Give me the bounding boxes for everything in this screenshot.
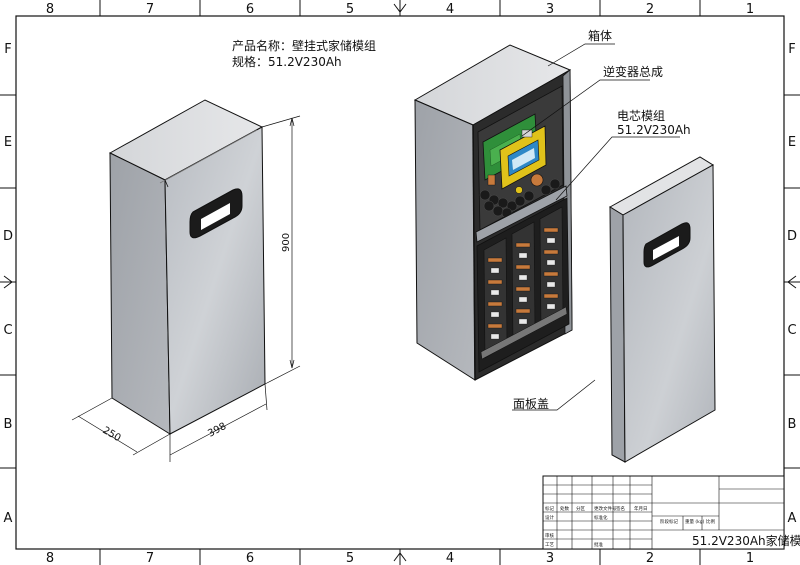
leader-lines [512,43,680,411]
display-window [189,188,243,239]
callout-inverter: 逆变器总成 [603,64,663,79]
panel-cover [609,156,716,463]
callout-cell-spec: 51.2V230Ah [617,123,691,137]
zone-col-label: 3 [546,551,554,565]
closed-cabinet-view [108,99,266,435]
callout-cabinet: 箱体 [588,28,612,43]
zone-col-label: 1 [746,2,754,17]
title-cell: 标记 [545,505,554,512]
zone-col-label: 8 [46,551,54,565]
callout-panel-cover: 面板盖 [513,397,549,411]
title-cell: 签名 [616,505,625,512]
title-cell: 重量 (kg) [685,518,705,525]
zone-col-label: 6 [246,2,254,17]
title-cell: 比例 [706,518,715,525]
title-cell: 分区 [576,505,585,512]
zone-col-label: 5 [346,2,354,17]
zone-row-label: D [787,229,797,244]
zone-col-label: 7 [146,2,154,17]
zone-col-label: 2 [646,2,654,17]
zone-col-label: 8 [46,2,54,17]
zone-col-label: 4 [446,2,454,17]
product-spec: 规格：51.2V230Ah [232,54,342,69]
zone-row-label: E [4,135,12,150]
zone-row-label: C [3,323,12,338]
title-cell: 年月日 [634,505,648,512]
zone-col-label: 7 [146,551,154,565]
title-cell: 工艺 [545,542,554,548]
zone-row-label: B [788,417,797,432]
title-cell: 标准化 [594,514,608,521]
zone-row-label: A [4,511,13,526]
zone-row-label: F [788,42,795,57]
title-cell: 设计 [545,514,554,521]
title-cell: 审核 [545,532,554,539]
open-cabinet-view [413,44,573,381]
title-cell: 处数 [560,505,569,512]
dimension-lines [71,115,301,462]
zone-col-label: 4 [446,551,454,565]
product-name: 产品名称：壁挂式家储模组 [232,38,376,53]
zone-row-label: E [788,135,796,150]
zone-row-label: A [788,511,797,526]
zone-row-label: D [3,229,13,244]
zone-col-label: 5 [346,551,354,565]
zone-col-label: 3 [546,2,554,17]
title-cell: 批准 [594,541,603,548]
zone-row-label: C [787,323,796,338]
zone-col-label: 6 [246,551,254,565]
title-product-name: 51.2V230Ah家储模 [692,533,800,548]
dimension-width: 398 [206,421,228,440]
title-cell: 阶段标记 [660,518,678,525]
zone-col-label: 2 [646,551,654,565]
cell-module [476,197,570,373]
zone-col-label: 1 [746,551,754,565]
zone-row-label: F [4,42,11,57]
title-cell: 更改文件号 [594,505,617,512]
dimension-height: 900 [281,233,292,252]
zone-row-label: B [4,417,13,432]
callout-cell-module: 电芯模组 [617,109,665,123]
title-block: 标记 处数 分区 更改文件号 签名 年月日 设计 标准化 审核 工艺 批准 阶段… [542,475,800,550]
